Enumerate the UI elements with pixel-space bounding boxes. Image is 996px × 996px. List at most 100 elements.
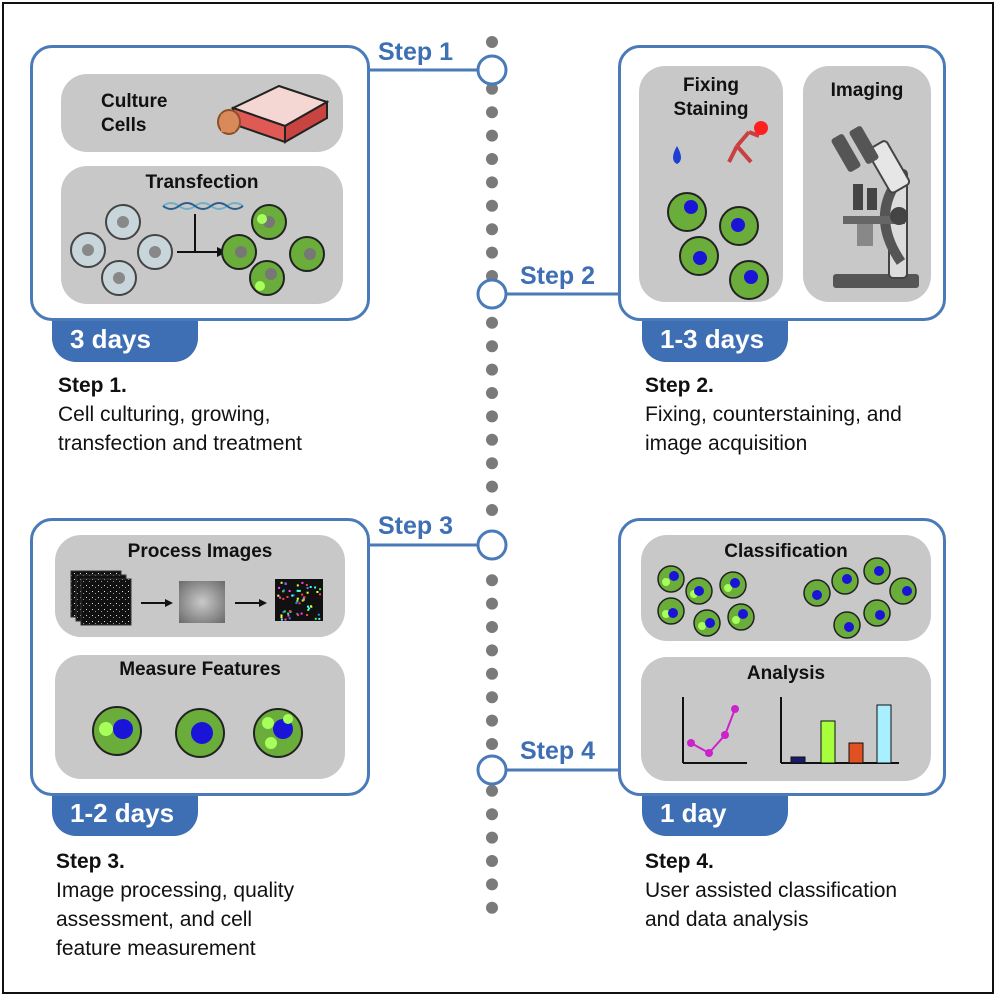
timeline-dot — [486, 106, 498, 119]
nucleus — [738, 609, 748, 619]
transfection-title: Transfection — [145, 172, 259, 193]
step2-description: Fixing, counterstaining, and image acqui… — [645, 403, 902, 455]
segmented-speck — [296, 599, 299, 602]
segmented-speck — [287, 612, 290, 615]
timeline-dot — [486, 153, 498, 165]
timeline-dot — [486, 176, 498, 189]
timeline-dot — [486, 340, 498, 353]
segmented-speck — [301, 593, 304, 596]
segmented-speck — [283, 610, 286, 613]
imaging-panel: Imaging — [803, 66, 931, 302]
microscope-icon — [831, 126, 919, 288]
timeline-dot — [486, 316, 498, 329]
step1-timeline-label: Step 1 — [378, 38, 454, 66]
segmented-speck — [284, 618, 287, 621]
segmented-speck — [280, 616, 283, 619]
segmented-speck — [282, 597, 285, 600]
segmented-speck — [282, 611, 285, 614]
segmented-speck — [307, 605, 309, 608]
fixing-staining-title: Fixing Staining — [673, 75, 749, 120]
step2-duration-badge: 1-3 days — [642, 316, 788, 362]
class-b-cells-icon — [803, 557, 917, 639]
step1-description: Cell culturing, growing, transfection an… — [58, 403, 302, 455]
segmented-speck — [280, 618, 283, 621]
step4-card: Classification Analysis — [618, 518, 946, 796]
segmented-speck — [302, 597, 305, 600]
segmented-speck — [306, 587, 309, 589]
segmented-speck — [306, 614, 309, 616]
segmented-speck — [291, 594, 294, 597]
segmented-speck — [288, 590, 291, 592]
analysis-charts-illustration — [682, 697, 899, 764]
classified-cells-illustration — [657, 557, 917, 639]
timeline-dot — [486, 457, 498, 470]
segmented-speck — [295, 601, 298, 604]
foci — [662, 578, 670, 586]
segmented-speck — [280, 614, 283, 617]
bar-chart-icon — [780, 697, 899, 764]
segmented-speck — [307, 609, 310, 611]
timeline-dot — [486, 667, 498, 680]
step1-heading: Step 1. — [58, 374, 127, 397]
transfection-illustration — [70, 202, 325, 296]
step4-node-icon — [476, 754, 508, 786]
step3-card: Process Images Measure Features — [30, 518, 370, 796]
transfected-cells-icon — [221, 204, 325, 296]
segmented-speck — [318, 617, 321, 620]
step2-node-icon — [476, 278, 508, 310]
timeline-dot — [486, 738, 498, 750]
timeline-dot — [486, 855, 498, 867]
segmented-speck — [303, 596, 306, 599]
timeline-dot — [486, 597, 498, 610]
nucleus — [874, 566, 884, 576]
raw-images-icon — [80, 578, 132, 626]
nucleus — [669, 571, 679, 581]
illumination-image-icon — [179, 581, 225, 623]
culture-cells-panel: Culture Cells — [61, 74, 343, 152]
segmented-speck — [306, 591, 309, 594]
segmented-speck — [305, 583, 308, 586]
nucleus — [705, 618, 715, 628]
segmented-speck — [297, 614, 300, 617]
segmented-speck — [314, 586, 317, 589]
timeline-dot — [486, 808, 498, 821]
timeline-dot — [486, 480, 498, 493]
nucleus — [842, 574, 852, 584]
segmented-speck — [296, 584, 299, 587]
measured-cells-illustration — [92, 706, 303, 758]
segmented-speck — [302, 598, 305, 601]
nucleus — [668, 608, 678, 618]
segmented-speck — [301, 581, 304, 584]
step3-duration-badge: 1-2 days — [52, 790, 198, 836]
segmented-speck — [319, 588, 322, 591]
segmented-speck — [298, 602, 301, 605]
segmented-speck — [278, 586, 281, 589]
nucleus — [730, 578, 740, 588]
segmented-speck — [317, 613, 320, 616]
step2-timeline-label: Step 2 — [520, 262, 596, 290]
segmented-speck — [297, 590, 300, 592]
segmented-speck — [279, 596, 282, 599]
timeline-dot — [486, 878, 498, 891]
culture-flask-icon — [217, 84, 330, 144]
segmented-speck — [301, 599, 304, 602]
nucleus — [902, 586, 912, 596]
nucleus — [812, 590, 822, 600]
analysis-panel: Analysis — [641, 657, 931, 781]
step1-node-icon — [476, 54, 508, 86]
step4-description: User assisted classification and data an… — [645, 879, 898, 931]
nucleus — [694, 586, 704, 596]
timeline-dot — [486, 901, 498, 914]
segmented-speck — [288, 617, 291, 620]
step3-heading: Step 3. — [56, 850, 125, 873]
timeline-dot — [486, 223, 498, 236]
fluorophore-icon — [754, 121, 768, 135]
nucleus — [844, 622, 854, 632]
step4-duration-badge: 1 day — [642, 790, 788, 836]
untransfected-cells-icon — [70, 204, 173, 296]
measure-features-panel: Measure Features — [55, 655, 345, 779]
timeline-dot — [486, 82, 498, 95]
fixing-staining-panel: Fixing Staining — [639, 66, 783, 302]
segmented-speck — [300, 612, 303, 615]
